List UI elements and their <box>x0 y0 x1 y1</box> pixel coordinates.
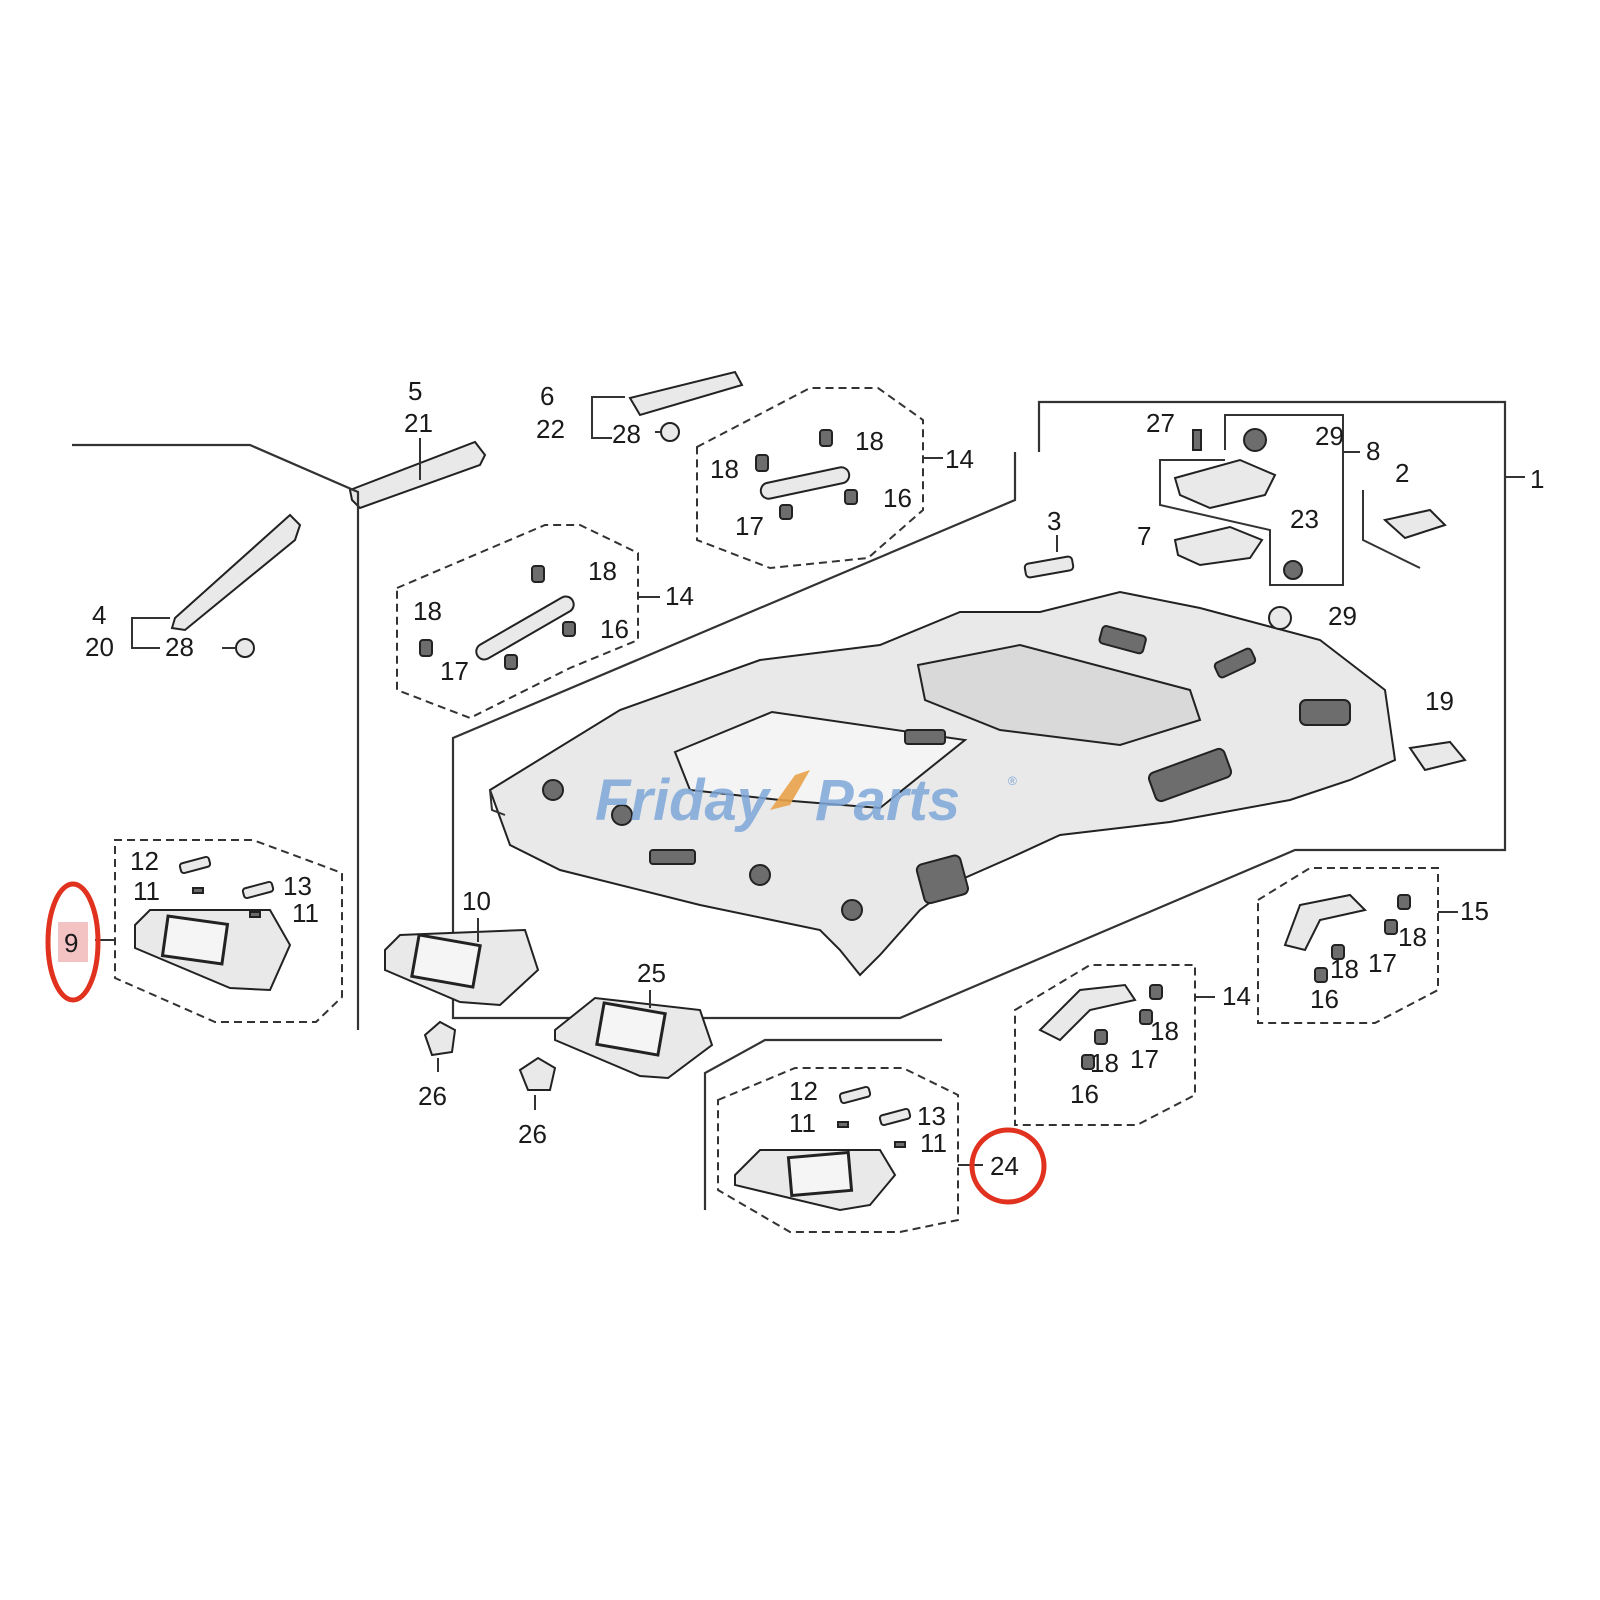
callout-20: 20 <box>85 632 114 662</box>
part-19-cover <box>1408 740 1467 772</box>
group-1-bracket <box>451 400 1507 1020</box>
callout-18-d: 18 <box>413 596 442 626</box>
part-5-21-bracket <box>348 438 487 510</box>
callout-7: 7 <box>1137 521 1151 551</box>
headliner-group <box>451 400 1525 1020</box>
highlight-circle-24 <box>969 1127 1047 1205</box>
callout-18-f: 18 <box>1090 1048 1119 1078</box>
callout-4: 4 <box>92 600 106 630</box>
sun-visor-10 <box>384 918 540 1007</box>
callout-2: 2 <box>1395 458 1409 488</box>
callout-23: 23 <box>1290 504 1319 534</box>
callout-26-a: 26 <box>418 1081 447 1111</box>
watermark-registered: ® <box>1008 774 1017 788</box>
part-4-20-bracket <box>131 513 302 658</box>
callout-14-mid: 14 <box>665 581 694 611</box>
grab-handle-group-14-mid <box>396 524 660 720</box>
callout-16-c: 16 <box>1070 1079 1099 1109</box>
grab-handle-group-14-top <box>696 387 943 570</box>
callout-8: 8 <box>1366 436 1380 466</box>
callout-24: 24 <box>990 1151 1019 1181</box>
map-light-group-8 <box>1159 414 1360 630</box>
callout-11-left-a: 11 <box>133 876 160 906</box>
callout-18-g: 18 <box>1398 922 1427 952</box>
callout-1: 1 <box>1530 464 1544 494</box>
part-26-holder-a <box>423 1020 457 1072</box>
callout-15: 15 <box>1460 896 1489 926</box>
callout-21: 21 <box>404 408 433 438</box>
callout-12-bottom: 12 <box>789 1076 818 1106</box>
watermark-swoosh <box>770 770 810 810</box>
callout-3: 3 <box>1047 506 1061 536</box>
callout-10: 10 <box>462 886 491 916</box>
watermark-brand-part2: Parts <box>815 768 960 833</box>
watermark-logo: Friday Parts ® <box>595 768 1017 833</box>
part-6-22-bracket <box>591 370 744 442</box>
grab-handle-group-15 <box>1257 867 1458 1024</box>
callout-25: 25 <box>637 958 666 988</box>
part-26-holder-b <box>518 1056 557 1110</box>
callout-29-top: 29 <box>1315 421 1344 451</box>
callout-17-a: 17 <box>735 511 764 541</box>
callout-17-c: 17 <box>1130 1044 1159 1074</box>
callout-17-d: 17 <box>1368 948 1397 978</box>
callout-26-b: 26 <box>518 1119 547 1149</box>
highlight-circle-9 <box>45 881 101 1003</box>
callout-19: 19 <box>1425 686 1454 716</box>
callout-11-bottom-a: 11 <box>789 1108 816 1138</box>
headliner-panel <box>488 590 1397 977</box>
sun-visor-group-9 <box>72 443 360 1030</box>
callout-29-bottom: 29 <box>1328 601 1357 631</box>
callout-28-top: 28 <box>612 419 641 449</box>
callout-18-a: 18 <box>710 454 739 484</box>
callout-9-background <box>58 922 88 962</box>
callout-11-bottom-b: 11 <box>920 1128 947 1158</box>
callout-18-e: 18 <box>1150 1016 1179 1046</box>
callout-12-left: 12 <box>130 846 159 876</box>
sun-visor-group-24 <box>703 1038 983 1233</box>
callout-13-left: 13 <box>283 871 312 901</box>
callout-13-bottom: 13 <box>917 1101 946 1131</box>
grab-handle-group-14-lower <box>1014 964 1215 1126</box>
callout-27: 27 <box>1146 408 1175 438</box>
callout-16-a: 16 <box>883 483 912 513</box>
callout-28-left: 28 <box>165 632 194 662</box>
callout-16-b: 16 <box>600 614 629 644</box>
callout-14-top: 14 <box>945 444 974 474</box>
callout-22: 22 <box>536 414 565 444</box>
part-2-light <box>1362 490 1447 569</box>
callout-17-b: 17 <box>440 656 469 686</box>
callout-16-d: 16 <box>1310 984 1339 1014</box>
sun-visor-25 <box>554 990 714 1080</box>
watermark-brand-part1: Friday <box>595 768 772 833</box>
callout-14-lower: 14 <box>1222 981 1251 1011</box>
callout-18-b: 18 <box>855 426 884 456</box>
part-3-clip <box>1023 535 1075 579</box>
callout-18-c: 18 <box>588 556 617 586</box>
callout-18-h: 18 <box>1330 954 1359 984</box>
callout-6: 6 <box>540 381 554 411</box>
callout-9: 9 <box>64 928 78 958</box>
callout-11-left-b: 11 <box>292 898 319 928</box>
callout-5: 5 <box>408 376 422 406</box>
